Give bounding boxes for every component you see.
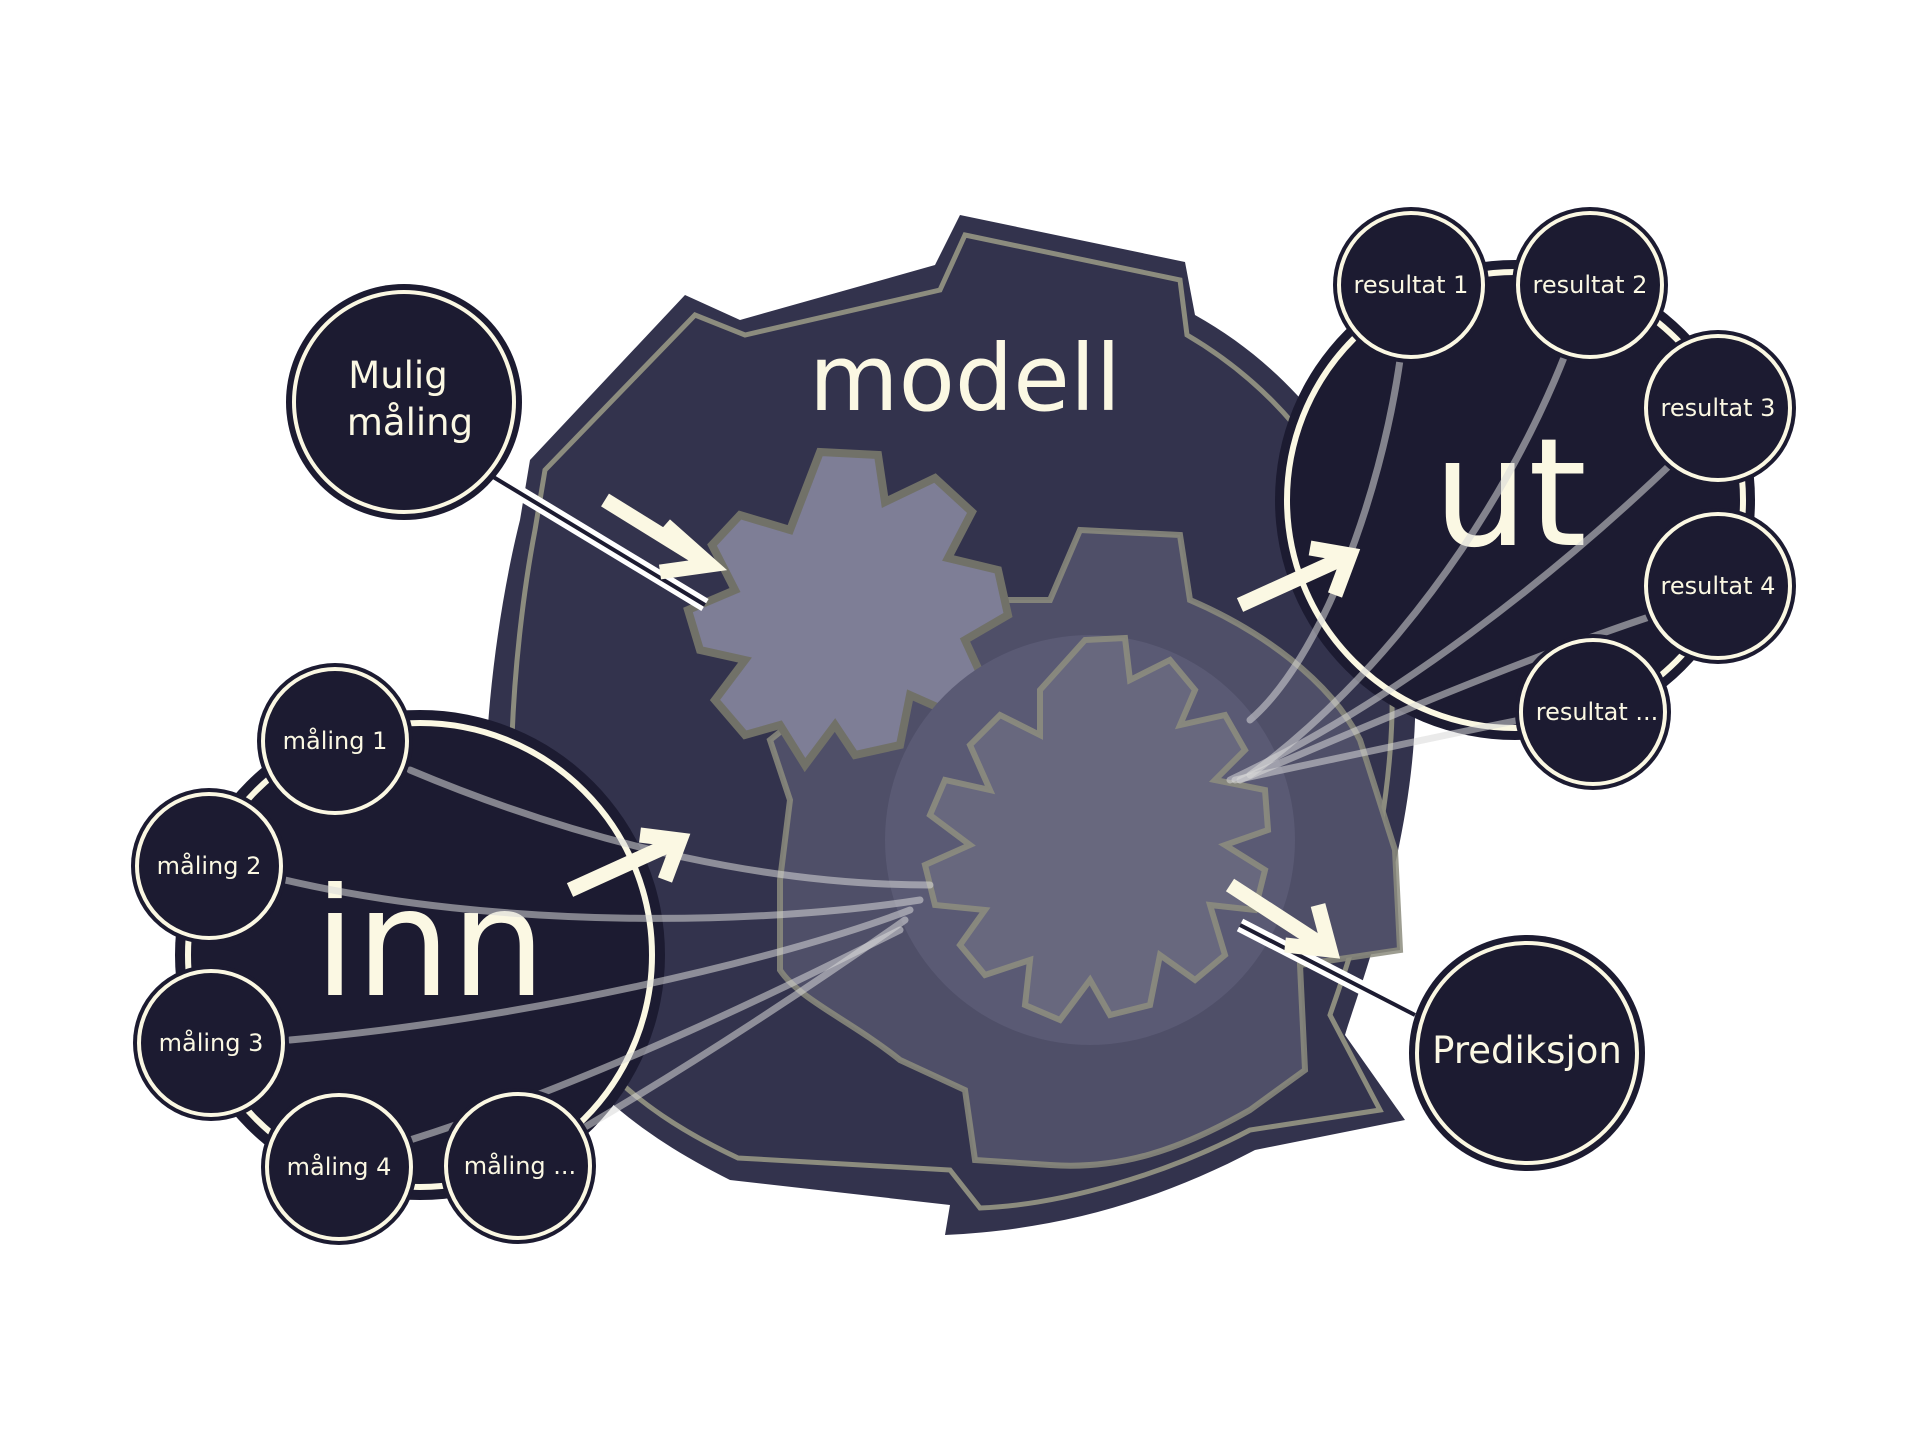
connector-prediction-core <box>1239 923 1416 1017</box>
flow-out-4 <box>1236 611 1659 784</box>
result-label: resultat 2 <box>1533 271 1648 299</box>
input-label: inn <box>314 857 546 1031</box>
arrow-icon <box>566 827 691 897</box>
flow-in-1 <box>406 766 934 889</box>
model-title: modell <box>809 325 1121 432</box>
prediction-circle <box>1415 941 1639 1165</box>
arrow-icon <box>601 493 728 580</box>
measurement-nodes: måling 1 måling 2 måling 3 måling 4 måli… <box>131 663 596 1245</box>
result-node[interactable]: resultat 3 <box>1640 330 1796 486</box>
gear-large <box>885 634 1295 1045</box>
measurement-label: måling 1 <box>283 726 388 755</box>
result-label: resultat 3 <box>1661 394 1776 422</box>
input-group: inn <box>175 710 665 1200</box>
possible-measurement-line2: måling <box>347 401 473 444</box>
arrow-icon <box>1225 878 1341 959</box>
measurement-node[interactable]: måling 2 <box>131 788 287 944</box>
measurement-node[interactable]: måling 3 <box>133 965 289 1121</box>
measurement-label: måling 3 <box>159 1028 264 1057</box>
possible-measurement-line1: Mulig <box>348 354 447 397</box>
flow-in-5 <box>576 916 909 1134</box>
measurement-label: måling ... <box>464 1151 576 1180</box>
input-hub <box>185 720 655 1190</box>
possible-measurement-node[interactable]: Mulig måling <box>286 284 522 520</box>
gear-icon <box>683 447 1013 773</box>
possible-measurement-circle <box>292 290 516 514</box>
measurement-label: måling 2 <box>157 851 262 880</box>
measurement-label: måling 4 <box>287 1152 392 1181</box>
flow-out-5 <box>1231 716 1524 784</box>
flow-out-2 <box>1246 351 1569 779</box>
arrow-icon <box>1236 540 1361 612</box>
result-label: resultat ... <box>1536 698 1659 726</box>
flow-out-3 <box>1226 461 1674 784</box>
flow-in-3 <box>286 906 914 1044</box>
measurement-node[interactable]: måling ... <box>440 1088 596 1244</box>
result-label: resultat 4 <box>1661 572 1776 600</box>
flow-in-2 <box>281 876 924 922</box>
measurement-node[interactable]: måling 4 <box>261 1089 417 1245</box>
prediction-label: Prediksjon <box>1432 1029 1622 1072</box>
connector-possible-core <box>488 473 707 607</box>
prediction-node[interactable]: Prediksjon <box>1409 935 1645 1171</box>
result-node[interactable]: resultat 2 <box>1512 207 1668 363</box>
arrows <box>566 493 1361 959</box>
gear-small <box>683 447 1013 773</box>
measurement-node[interactable]: måling 1 <box>257 663 413 819</box>
result-label: resultat 1 <box>1354 271 1469 299</box>
result-node[interactable]: resultat 4 <box>1640 508 1796 664</box>
result-node[interactable]: resultat 1 <box>1333 207 1489 363</box>
result-node[interactable]: resultat ... <box>1515 634 1671 790</box>
result-nodes: resultat 1 resultat 2 resultat 3 resulta… <box>1333 207 1796 790</box>
gear-icon <box>921 634 1272 1024</box>
connectors <box>486 469 1419 1022</box>
